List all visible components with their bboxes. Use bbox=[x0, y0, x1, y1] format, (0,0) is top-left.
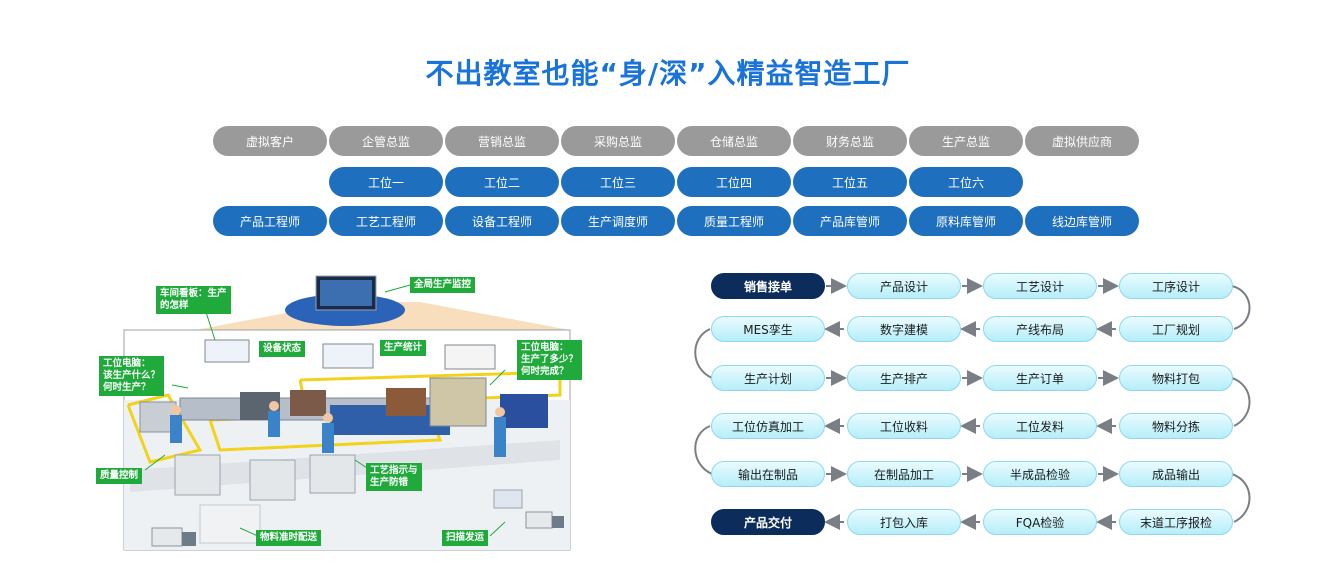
flow-step[interactable]: 物料打包 bbox=[1119, 365, 1233, 391]
flow-step[interactable]: 产线布局 bbox=[983, 316, 1097, 342]
flow-step[interactable]: 成品输出 bbox=[1119, 461, 1233, 487]
flow-step[interactable]: 物料分拣 bbox=[1119, 413, 1233, 439]
process-line: 工艺指示与 bbox=[370, 465, 418, 476]
global-monitor-label: 全局生产监控 bbox=[410, 277, 476, 293]
engineer-pill[interactable]: 工艺工程师 bbox=[329, 206, 443, 236]
engineer-pill[interactable]: 产品库管师 bbox=[793, 206, 907, 236]
scan-label: 扫描发运 bbox=[442, 530, 489, 546]
engineer-pill[interactable]: 设备工程师 bbox=[445, 206, 559, 236]
flow-step[interactable]: 打包入库 bbox=[847, 509, 961, 535]
flow-step[interactable]: 生产计划 bbox=[711, 365, 825, 391]
flow-step[interactable]: 在制品加工 bbox=[847, 461, 961, 487]
quality-label: 质量控制 bbox=[96, 468, 143, 484]
prod-stats-label: 生产统计 bbox=[380, 340, 427, 356]
station-pill[interactable]: 工位二 bbox=[445, 167, 559, 197]
pc-right-line: 生产了多少？ bbox=[521, 354, 579, 365]
flow-step[interactable]: 工位仿真加工 bbox=[711, 413, 825, 439]
device-status-label: 设备状态 bbox=[259, 341, 306, 357]
station-pill[interactable]: 工位四 bbox=[677, 167, 791, 197]
role-pill[interactable]: 虚拟供应商 bbox=[1025, 126, 1139, 156]
flow-step[interactable]: 销售接单 bbox=[711, 273, 825, 299]
engineer-pill[interactable]: 质量工程师 bbox=[677, 206, 791, 236]
flow-step[interactable]: 末道工序报检 bbox=[1119, 509, 1233, 535]
flow-step[interactable]: 生产排产 bbox=[847, 365, 961, 391]
flow-step[interactable]: 数字建模 bbox=[847, 316, 961, 342]
flow-step[interactable]: FQA检验 bbox=[983, 509, 1097, 535]
flow-step[interactable]: 工位收料 bbox=[847, 413, 961, 439]
station-pill[interactable]: 工位三 bbox=[561, 167, 675, 197]
pc-right-line: 工位电脑： bbox=[521, 342, 569, 353]
flow-step[interactable]: 输出在制品 bbox=[711, 461, 825, 487]
role-pill[interactable]: 营销总监 bbox=[445, 126, 559, 156]
engineer-pill[interactable]: 线边库管师 bbox=[1025, 206, 1139, 236]
role-pill[interactable]: 仓储总监 bbox=[677, 126, 791, 156]
engineer-pill[interactable]: 产品工程师 bbox=[213, 206, 327, 236]
flow-step[interactable]: 工艺设计 bbox=[983, 273, 1097, 299]
pc-left-line: 该生产什么？ bbox=[103, 370, 161, 381]
board-label-line: 车间看板：生产 bbox=[160, 288, 227, 299]
flow-step[interactable]: 产品设计 bbox=[847, 273, 961, 299]
board-label-line: 的怎样 bbox=[160, 300, 189, 311]
station-pill[interactable]: 工位六 bbox=[909, 167, 1023, 197]
role-pill[interactable]: 企管总监 bbox=[329, 126, 443, 156]
station-pill[interactable]: 工位一 bbox=[329, 167, 443, 197]
station-pill[interactable]: 工位五 bbox=[793, 167, 907, 197]
engineer-pill[interactable]: 原料库管师 bbox=[909, 206, 1023, 236]
page-title: 不出教室也能“身/深”入精益智造工厂 bbox=[425, 57, 911, 90]
pc-left-line: 何时生产？ bbox=[103, 382, 151, 393]
role-pill[interactable]: 生产总监 bbox=[909, 126, 1023, 156]
pc-right-line: 何时完成？ bbox=[521, 366, 569, 377]
flow-step[interactable]: 生产订单 bbox=[983, 365, 1097, 391]
process-line: 生产防错 bbox=[370, 477, 409, 488]
pc-right-label: 工位电脑： 生产了多少？ 何时完成？ bbox=[517, 340, 583, 380]
flow-step[interactable]: 半成品检验 bbox=[983, 461, 1097, 487]
flow-step[interactable]: 产品交付 bbox=[711, 509, 825, 535]
flow-step[interactable]: MES孪生 bbox=[711, 316, 825, 342]
board-label: 车间看板：生产 的怎样 bbox=[156, 286, 231, 314]
engineer-pill[interactable]: 生产调度师 bbox=[561, 206, 675, 236]
role-pill[interactable]: 虚拟客户 bbox=[213, 126, 327, 156]
pc-left-line: 工位电脑： bbox=[103, 358, 151, 369]
flow-step[interactable]: 工位发料 bbox=[983, 413, 1097, 439]
role-pill[interactable]: 财务总监 bbox=[793, 126, 907, 156]
flow-step[interactable]: 工序设计 bbox=[1119, 273, 1233, 299]
process-label: 工艺指示与 生产防错 bbox=[366, 463, 422, 491]
flow-step[interactable]: 工厂规划 bbox=[1119, 316, 1233, 342]
pc-left-label: 工位电脑： 该生产什么？ 何时生产？ bbox=[99, 356, 165, 396]
delivery-label: 物料准时配送 bbox=[256, 530, 322, 546]
role-pill[interactable]: 采购总监 bbox=[561, 126, 675, 156]
